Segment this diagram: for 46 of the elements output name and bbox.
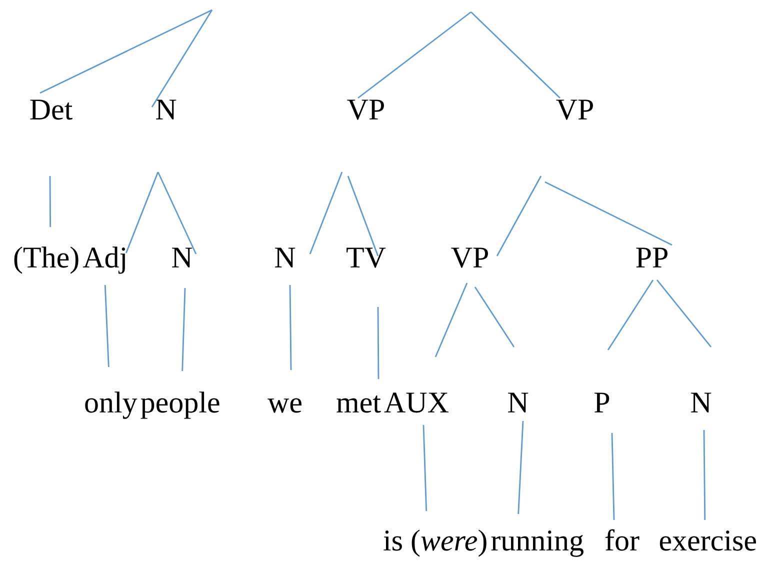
tree-branch (49, 176, 52, 227)
tree-branch (347, 176, 379, 256)
tree-branch (474, 286, 515, 348)
tree-branch (40, 9, 212, 94)
tree-branch (358, 11, 472, 99)
tree-branch (151, 10, 213, 108)
word: (The) (14, 246, 78, 274)
tree-branch (309, 172, 343, 254)
word: running (491, 530, 584, 557)
tree-branch (125, 172, 159, 254)
category-label: TV (346, 248, 386, 268)
tree-branch (422, 424, 428, 512)
category-label: N (691, 392, 712, 412)
tree-branch (611, 432, 615, 520)
word: for (605, 529, 640, 551)
word: we (268, 398, 302, 413)
category-label: N (172, 248, 192, 268)
category-label: VP (451, 248, 488, 268)
category-label: P (594, 392, 610, 412)
category-label: Det (30, 100, 72, 120)
tree-branch (377, 307, 380, 379)
category-label: Adj (82, 246, 126, 274)
word: exercise (660, 530, 756, 551)
tree-branch (544, 181, 672, 246)
category-label: VP (556, 100, 593, 120)
category-label: N (275, 248, 296, 268)
tree-branch (703, 430, 706, 520)
tree-branch (289, 284, 292, 370)
word: only (85, 392, 138, 419)
tree-branch (434, 282, 468, 358)
tree-branch (607, 280, 654, 350)
tree-branch (496, 176, 542, 256)
tree-branch (518, 420, 524, 514)
word: met (336, 396, 381, 413)
category-label: N (156, 100, 176, 120)
tree-branch (470, 12, 560, 98)
tree-branch (656, 280, 712, 348)
category-label: PP (636, 248, 668, 268)
category-label: N (508, 392, 528, 412)
category-label: AUX (384, 392, 448, 413)
word: people (140, 392, 220, 419)
tree-branch (104, 284, 110, 368)
tree-branch (157, 172, 197, 254)
tree-branch (182, 288, 186, 372)
word: is (were) (384, 530, 486, 557)
category-label: VP (347, 100, 384, 120)
